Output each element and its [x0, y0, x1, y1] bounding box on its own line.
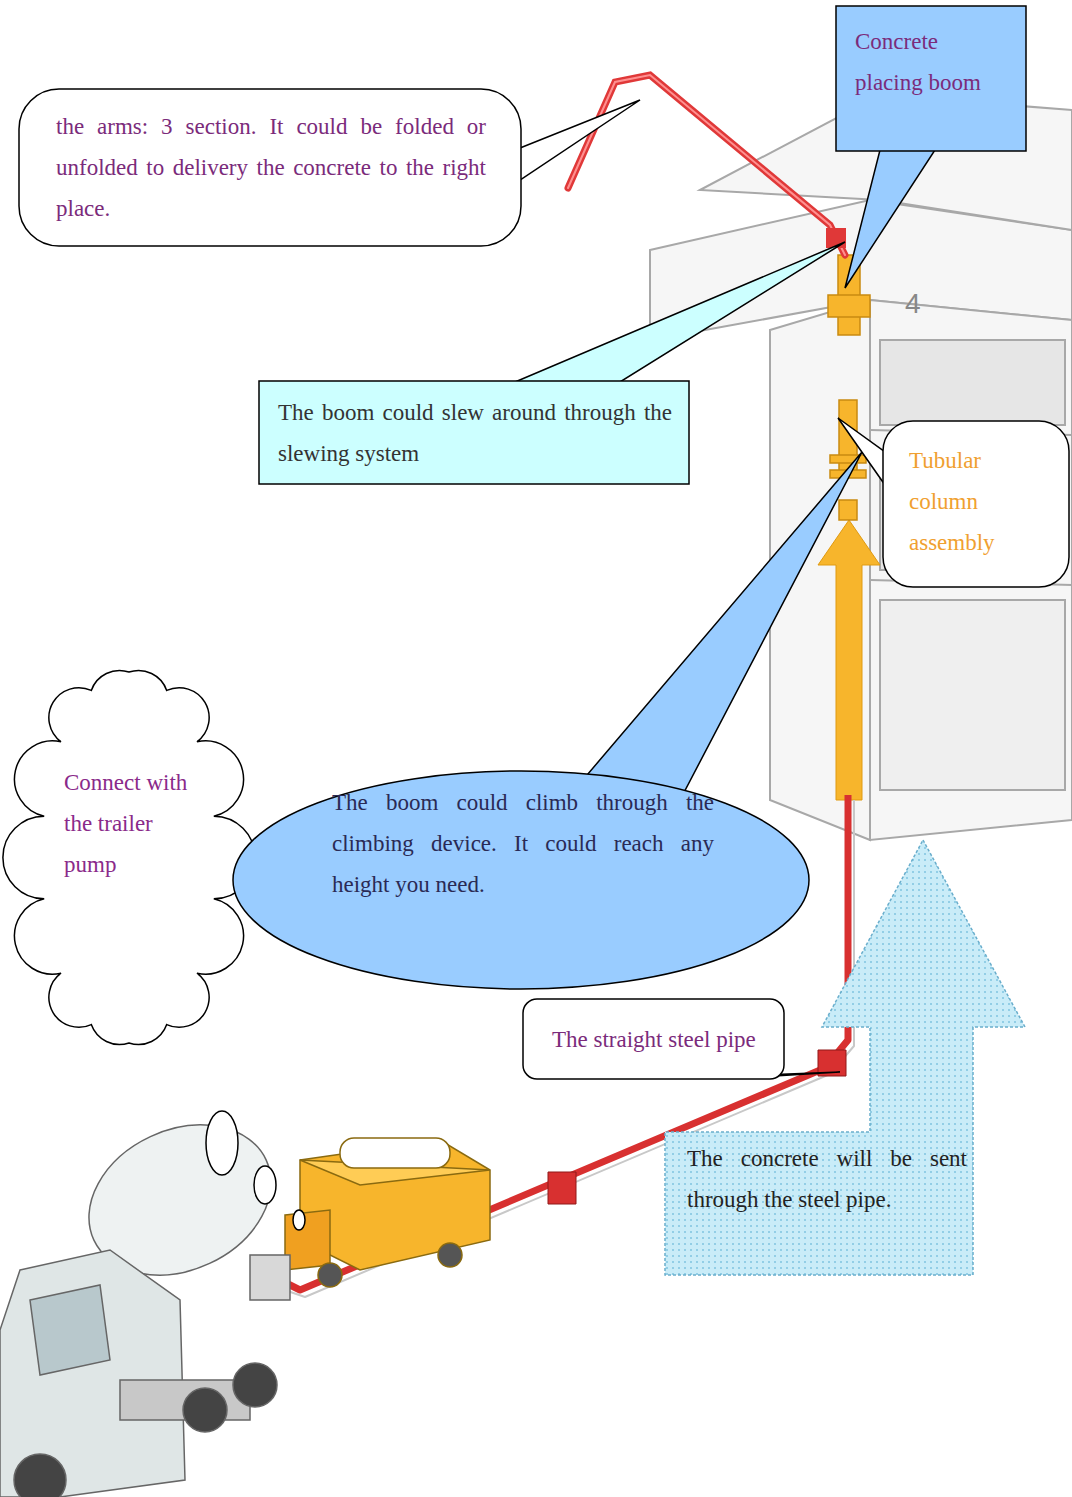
boom-arms [568, 75, 846, 255]
callout-ellipse: The boom could climb through the climbin… [232, 770, 810, 990]
title-box: Concrete placing boom [835, 5, 1027, 152]
callout-text: The concrete will be sent through the st… [687, 1138, 967, 1220]
callout-box: Tubular column assembly [882, 420, 1070, 588]
callout-text: Connect with the trailer pump [64, 762, 196, 885]
callout-text: The boom could climb through the climbin… [332, 782, 714, 905]
callout-box: the arms: 3 section. It could be folded … [18, 88, 522, 247]
callout-box: The boom could slew around through the s… [258, 380, 690, 485]
mixer-truck [0, 1096, 296, 1497]
callout-box: The straight steel pipe [522, 998, 785, 1080]
node-outline [20, 650, 238, 1065]
node-outline [258, 380, 690, 485]
floor-number: 4 [905, 288, 921, 320]
tubular-column [828, 255, 870, 520]
climb-arrow [818, 520, 880, 800]
callout-text: the arms: 3 section. It could be folded … [56, 106, 486, 229]
thought-bubbles [206, 1111, 305, 1230]
callout-text: The boom could slew around through the s… [278, 392, 672, 474]
arrow-note: The concrete will be sent through the st… [665, 840, 1025, 1275]
trailer-pump [285, 1138, 490, 1287]
thought-cloud: Connect with the trailer pump [20, 650, 238, 1065]
callout-text: Tubular column assembly [909, 440, 1050, 563]
callout-text: The straight steel pipe [552, 1019, 759, 1060]
callout-text: Concrete placing boom [855, 21, 1007, 103]
